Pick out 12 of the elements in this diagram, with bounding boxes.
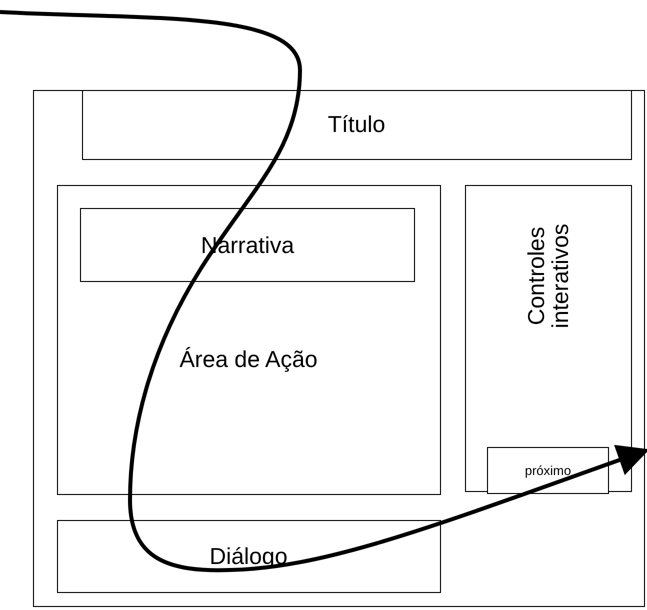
layout-box (464, 184, 632, 492)
panel-label: próximo (524, 464, 572, 478)
layout-box (56, 520, 440, 592)
panel-label: Diálogo (210, 544, 288, 568)
panel-label: Área de Ação (179, 347, 318, 372)
layout-box (487, 447, 609, 494)
panel-label: Controles interativos (524, 222, 572, 330)
layout-box (82, 90, 632, 160)
panel-label: Título (328, 112, 386, 137)
frame-box (33, 90, 645, 607)
layout-box (56, 184, 440, 494)
layout-box (80, 208, 415, 282)
